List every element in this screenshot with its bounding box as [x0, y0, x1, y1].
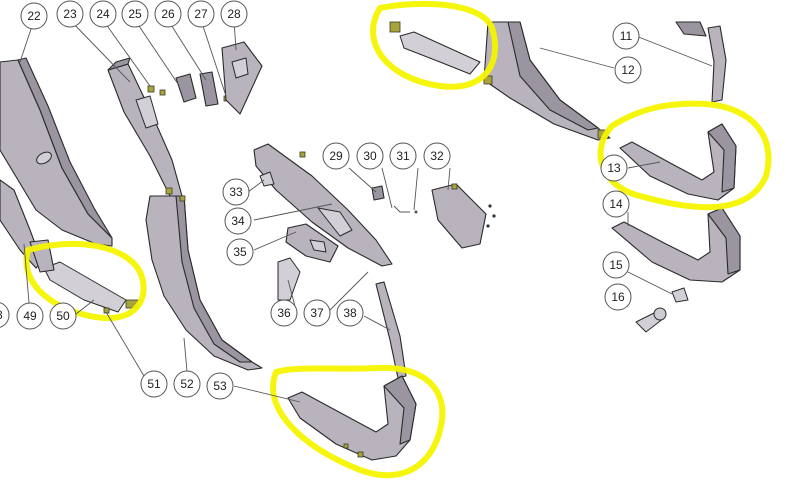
callout-35: 35	[226, 238, 254, 266]
callout-33: 33	[222, 178, 250, 206]
pillar-trim-12	[483, 21, 611, 141]
svg-text:32: 32	[430, 149, 444, 163]
sill-plate-53	[287, 375, 417, 461]
callout-26: 26	[154, 0, 182, 28]
pillar-11	[675, 21, 727, 103]
callout-29: 29	[322, 142, 350, 170]
svg-text:52: 52	[180, 377, 194, 391]
cap-36	[277, 257, 301, 301]
svg-text:38: 38	[343, 306, 357, 320]
highlight-top	[370, 0, 499, 90]
callout-23: 23	[56, 0, 84, 28]
callout-53: 53	[206, 372, 234, 400]
leader-lines	[19, 19, 713, 403]
callout-27: 27	[187, 0, 215, 28]
svg-text:25: 25	[128, 7, 142, 21]
callout-15: 15	[602, 251, 630, 279]
highlight-53	[270, 364, 446, 479]
callout-51: 51	[140, 370, 168, 398]
svg-text:11: 11	[620, 29, 633, 43]
pillar-trim-22	[0, 57, 113, 269]
trim-top-highlighted	[389, 21, 481, 75]
callout-22: 22	[20, 2, 48, 30]
svg-text:23: 23	[63, 7, 77, 21]
svg-text:33: 33	[229, 185, 243, 199]
svg-text:27: 27	[194, 7, 208, 21]
sill-plate-13	[619, 123, 737, 201]
callout-36: 36	[270, 299, 298, 327]
pillar-38	[375, 281, 407, 379]
svg-text:34: 34	[231, 214, 245, 228]
highlight-annotations	[23, 0, 772, 479]
callout-49: 49	[16, 302, 44, 330]
svg-text:53: 53	[213, 379, 227, 393]
callouts: 22 23 24 25 26 27 28 11 12 13 14 15 16 2…	[0, 0, 642, 400]
pillar-trim-52	[145, 187, 263, 371]
callout-52: 52	[173, 370, 201, 398]
fasteners-15-16	[635, 287, 689, 333]
highlight-13	[597, 100, 772, 211]
callout-32: 32	[423, 142, 451, 170]
sill-plate-50	[29, 239, 139, 314]
callout-14: 14	[602, 190, 630, 218]
svg-text:51: 51	[147, 377, 161, 391]
svg-text:35: 35	[233, 245, 247, 259]
callout-34: 34	[224, 207, 252, 235]
callout-12: 12	[614, 56, 642, 84]
trim-34	[253, 143, 393, 267]
svg-text:28: 28	[227, 7, 241, 21]
callout-38: 38	[336, 299, 364, 327]
knob-33	[259, 171, 275, 187]
callout-24: 24	[89, 0, 117, 28]
svg-text:14: 14	[609, 197, 623, 211]
sill-plate-14	[611, 207, 741, 283]
svg-text:50: 50	[56, 309, 70, 323]
callout-37: 37	[303, 299, 331, 327]
svg-text:30: 30	[363, 149, 377, 163]
svg-text:36: 36	[277, 306, 291, 320]
svg-text:22: 22	[27, 9, 41, 23]
callout-25: 25	[121, 0, 149, 28]
svg-text:31: 31	[396, 149, 410, 163]
svg-text:29: 29	[329, 149, 343, 163]
callout-31: 31	[389, 142, 417, 170]
svg-text:15: 15	[609, 258, 623, 272]
svg-text:16: 16	[611, 290, 625, 304]
callout-16: 16	[604, 283, 632, 311]
callout-28: 28	[220, 0, 248, 28]
svg-text:48: 48	[0, 308, 3, 322]
callout-13: 13	[600, 154, 628, 182]
clips-29-31	[371, 185, 418, 214]
svg-text:13: 13	[607, 161, 621, 175]
callout-11: 11	[612, 22, 640, 50]
callout-30: 30	[356, 142, 384, 170]
callout-50: 50	[49, 302, 77, 330]
svg-text:26: 26	[161, 7, 175, 21]
bracket-32	[431, 183, 496, 249]
bracket-35	[285, 223, 339, 263]
svg-text:49: 49	[23, 309, 37, 323]
trim-28	[221, 41, 263, 115]
svg-text:12: 12	[621, 63, 635, 77]
svg-text:24: 24	[96, 7, 110, 21]
svg-text:37: 37	[310, 306, 324, 320]
callout-48: 48	[0, 302, 10, 328]
highlight-50	[23, 241, 147, 322]
clips-24-27	[147, 71, 230, 107]
